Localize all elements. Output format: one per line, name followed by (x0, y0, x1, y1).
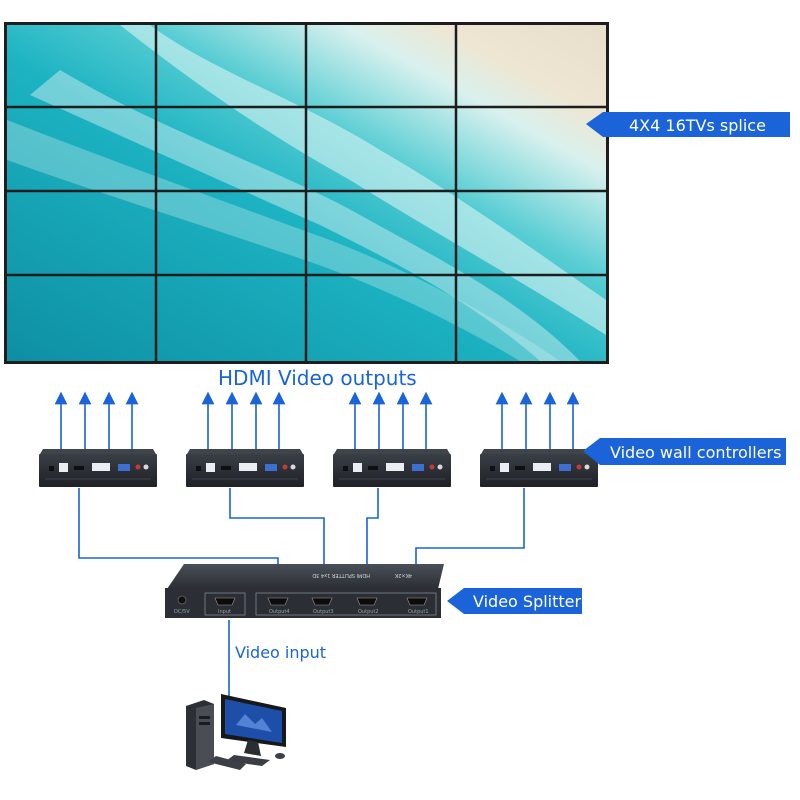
connection-line (229, 488, 325, 600)
video-wall (4, 22, 609, 364)
vga-port (265, 464, 277, 471)
surf-band (7, 120, 560, 361)
vga-port (118, 464, 130, 471)
mouse (275, 753, 285, 759)
dvi-port (92, 463, 110, 471)
power-port (490, 466, 495, 471)
output-port: Output3 (311, 597, 334, 615)
output-label: Output3 (313, 609, 334, 615)
controller-top (334, 449, 450, 454)
power-port (49, 466, 54, 471)
hdmi-port-icon (356, 597, 378, 606)
audio-port (576, 464, 582, 470)
drive-bay (199, 716, 210, 719)
callout-controllers: Video wall controllers (583, 438, 786, 465)
splitter-top (167, 564, 444, 589)
audio-port (429, 464, 435, 470)
surf-band (120, 25, 606, 335)
dvi-port (533, 463, 551, 471)
monitor-screen (225, 699, 282, 743)
hdmi-port-icon (311, 597, 333, 606)
monitor-base (226, 755, 270, 766)
ethernet-port (59, 463, 68, 472)
dc-power-port (177, 595, 187, 605)
callout-shape (586, 112, 790, 137)
hdmi-port-icon (214, 597, 236, 606)
video-wall-controller (186, 391, 304, 487)
drive-bay (199, 722, 210, 725)
screen-graphic (236, 714, 272, 732)
monitor-icon (221, 694, 286, 766)
audio-port (135, 464, 141, 470)
controller-top (187, 449, 303, 454)
hdmi-outputs-title: HDMI Video outputs (218, 366, 417, 390)
output-label: Output1 (408, 609, 429, 615)
callout-shape (583, 438, 786, 465)
input-label: Input (218, 609, 231, 615)
video-wall-controller (39, 391, 157, 487)
controller-top (481, 449, 597, 454)
output-port: Output1 (406, 597, 429, 615)
audio-port (437, 464, 443, 470)
callout-label: 4X4 16TVs splice (629, 116, 766, 135)
monitor-stand (244, 740, 261, 756)
callout-splitter: Video Splitter (447, 588, 582, 614)
output-ports-frame (255, 592, 437, 616)
ethernet-port (500, 463, 509, 472)
splitter-model: HDMI SPLITTER 1x4 3D (312, 572, 370, 578)
hdmi-port-icon (406, 597, 428, 606)
output-label: Output2 (358, 609, 379, 615)
callout-label: Video wall controllers (610, 443, 781, 462)
usb-port (515, 466, 525, 470)
keyboard (208, 756, 246, 770)
ethernet-port (206, 463, 215, 472)
ethernet-port (353, 463, 362, 472)
splitter-front (165, 588, 441, 618)
vga-port (412, 464, 424, 471)
audio-port (282, 464, 288, 470)
audio-port (143, 464, 149, 470)
usb-port (74, 466, 84, 470)
controller-top (40, 449, 156, 454)
dvi-port (239, 463, 257, 471)
power-port (343, 466, 348, 471)
desktop-computer-icon (186, 694, 286, 770)
splitter-brand: 4K×2K (394, 572, 412, 578)
input-port-frame (204, 592, 246, 616)
pc-tower-front (196, 704, 214, 770)
output-ports: Output4 Output3 Output2 Output1 (267, 597, 429, 615)
connection-line (366, 488, 379, 600)
hdmi-splitter: HDMI SPLITTER 1x4 3D 4K×2K DC/5V Input O… (165, 564, 444, 618)
output-port: Output4 (267, 597, 290, 615)
usb-port (368, 466, 378, 470)
power-port (196, 466, 201, 471)
audio-port (290, 464, 296, 470)
usb-port (221, 466, 231, 470)
vga-port (559, 464, 571, 471)
video-wall-controller (333, 391, 451, 487)
screen-grid (7, 25, 606, 361)
video-wall-controller (480, 391, 598, 487)
output-port: Output2 (356, 597, 379, 615)
callout-label: Video Splitter (473, 592, 582, 611)
dvi-port (386, 463, 404, 471)
hdmi-port-icon (267, 597, 289, 606)
output-label: Output4 (269, 609, 290, 615)
callout-shape (447, 588, 582, 614)
video-input-label: Video input (235, 643, 326, 662)
dc-label: DC/5V (174, 609, 190, 615)
callout-video-wall: 4X4 16TVs splice (586, 112, 790, 137)
video-wall-controllers (39, 391, 598, 487)
audio-port (584, 464, 590, 470)
